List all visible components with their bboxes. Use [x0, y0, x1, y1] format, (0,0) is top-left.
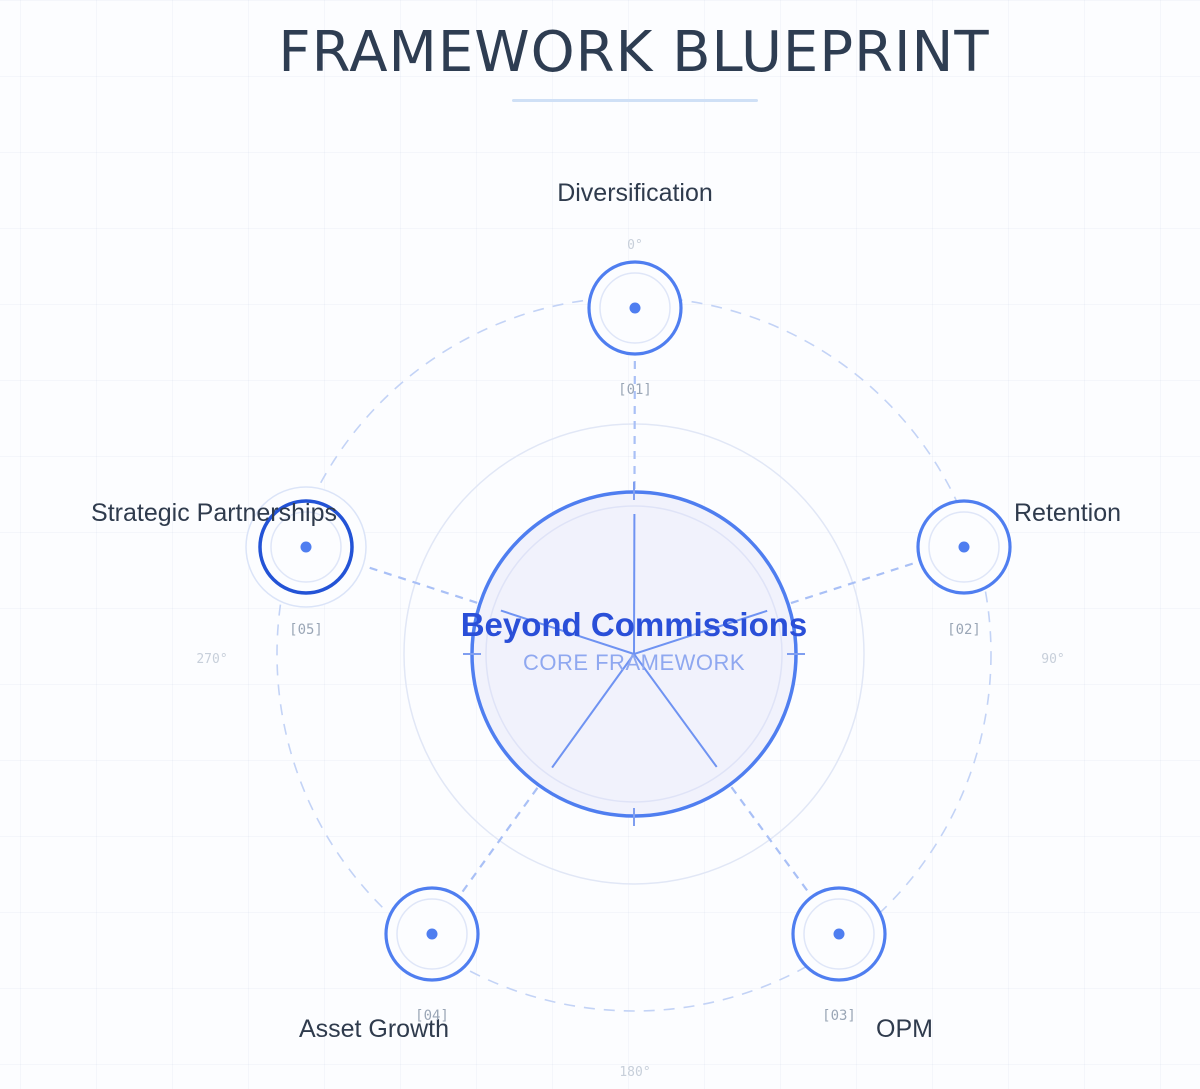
node-center-dot	[426, 928, 438, 940]
angle-180-label: 180°	[619, 1065, 650, 1080]
node-inner-ring	[599, 272, 671, 344]
core-star-lines	[500, 513, 768, 769]
spoke-diversification	[632, 307, 637, 655]
node-inner-ring	[928, 511, 1000, 583]
core-star-line-strategic-partnerships	[500, 609, 635, 655]
angle-270-label: 270°	[196, 652, 227, 667]
node-inner-ring	[270, 511, 342, 583]
pillar-index-03: [03]	[822, 1008, 856, 1024]
node-inner-ring	[396, 898, 468, 970]
pillar-index-02: [02]	[947, 622, 981, 638]
spoke-asset-growth	[431, 653, 635, 935]
pillar-index-05: [05]	[289, 622, 323, 638]
node-center-dot	[958, 541, 970, 553]
core-subtitle: CORE FRAMEWORK	[523, 650, 745, 675]
angle-0-label: 0°	[627, 238, 643, 253]
core-star-line-retention	[633, 609, 768, 655]
spoke-opm	[633, 653, 840, 935]
pillar-label-strategic-partnerships: Strategic Partnerships	[91, 499, 337, 527]
pillar-label-opm: OPM	[876, 1015, 933, 1043]
pillar-label-retention: Retention	[1014, 499, 1121, 527]
node-center-dot	[629, 302, 641, 314]
core-star-line-opm	[633, 653, 718, 768]
pillar-node-opm[interactable]	[791, 886, 887, 982]
pillar-nodes	[245, 260, 1012, 982]
title-underline	[512, 99, 758, 102]
pillar-index-04: [04]	[415, 1008, 449, 1024]
pillar-node-diversification[interactable]	[587, 260, 683, 356]
core-tick-marks	[463, 482, 805, 826]
pillar-node-retention[interactable]	[916, 499, 1012, 595]
pillar-label-asset-growth: Asset Growth	[299, 1015, 449, 1043]
node-center-dot	[833, 928, 845, 940]
pillar-node-asset-growth[interactable]	[384, 886, 480, 982]
angle-90-label: 90°	[1041, 652, 1064, 667]
pillar-index-01: [01]	[618, 382, 652, 398]
core-title: Beyond Commissions	[461, 606, 808, 643]
core-inner-ring	[485, 505, 783, 803]
pillar-node-strategic-partnerships[interactable]	[245, 486, 367, 608]
core-star-line-asset-growth	[551, 653, 635, 769]
page-title: FRAMEWORK BLUEPRINT	[278, 20, 990, 85]
pillar-label-diversification: Diversification	[557, 179, 713, 207]
spoke-retention	[633, 545, 965, 656]
node-center-dot	[300, 541, 312, 553]
node-inner-ring	[803, 898, 875, 970]
